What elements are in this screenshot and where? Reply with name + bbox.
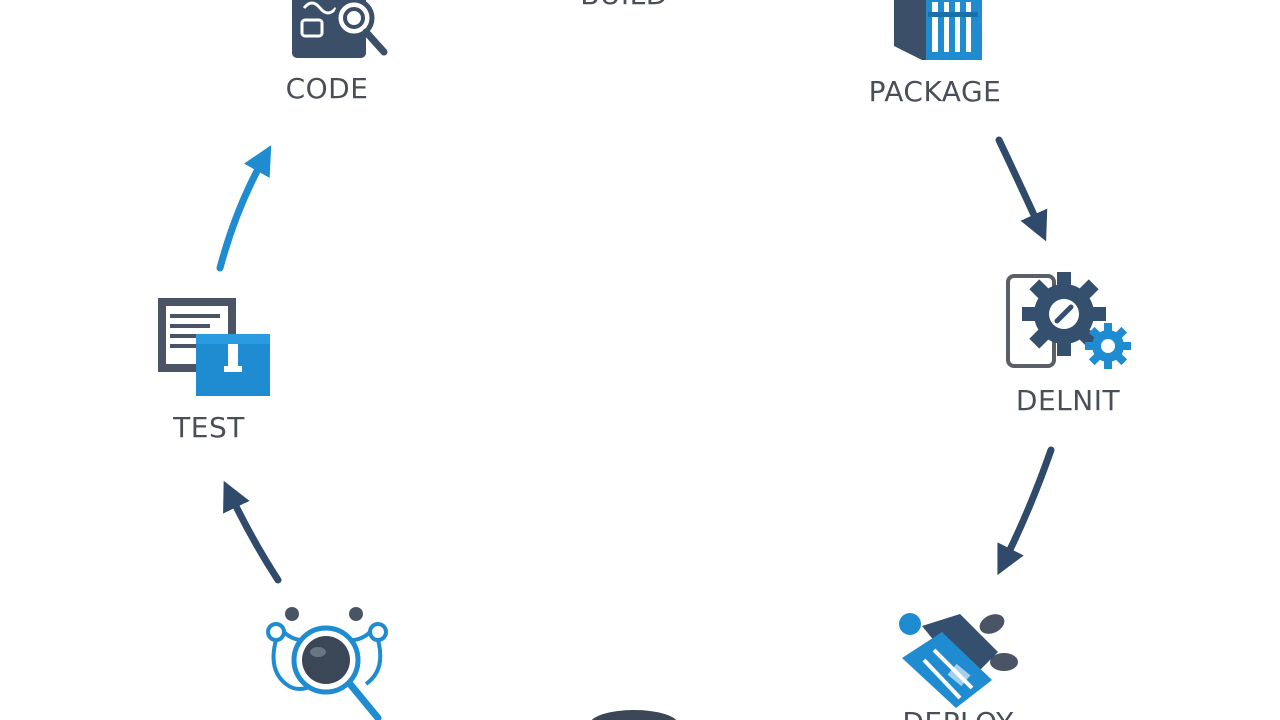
disk-icon [588, 708, 680, 720]
delnit-label: DELNIT [1015, 384, 1121, 417]
arrow-test-to-code [216, 145, 272, 272]
handshake-icon [894, 606, 1024, 716]
gear-settings-icon [1004, 272, 1134, 372]
code-inspect-icon [290, 0, 390, 62]
test-label: TEST [173, 411, 245, 444]
code-label: CODE [285, 72, 369, 105]
package-label: PACKAGE [868, 75, 1002, 108]
network-magnifier-icon [262, 600, 392, 720]
build-label: BUILD [580, 0, 668, 11]
arrow-package-to-delnit [995, 136, 1048, 242]
arrow-monitor-to-test [223, 480, 282, 584]
arrow-delnit-to-deploy [997, 446, 1055, 576]
server-package-icon [892, 0, 988, 64]
test-document-icon [156, 296, 272, 398]
deploy-label: DEPLOY [902, 706, 1013, 720]
